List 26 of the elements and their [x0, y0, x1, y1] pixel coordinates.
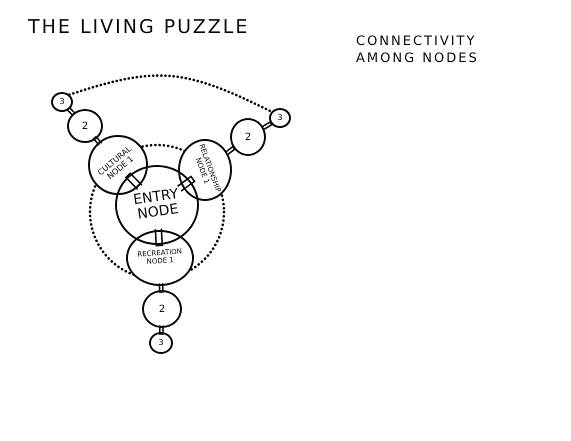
node-circle: [149, 332, 173, 354]
dotted-connector: [68, 74, 273, 113]
link-connector: [262, 121, 273, 130]
node-label: 3: [276, 114, 284, 122]
link-connector: [226, 146, 236, 155]
node-label: ENTRY NODE: [131, 186, 180, 224]
node-label: 3: [157, 338, 165, 348]
node-circle: [67, 109, 103, 143]
node-circle: [51, 92, 73, 112]
node-label: 2: [158, 304, 166, 314]
node-circle: [142, 290, 182, 328]
link-connector: [66, 106, 76, 116]
note-text: CONNECTIVITY AMONG NODES: [356, 34, 480, 68]
link-connector: [154, 228, 164, 246]
link-connector: [92, 135, 102, 146]
node-circle: [269, 108, 291, 128]
link-connector: [158, 283, 164, 293]
node-circle: [230, 118, 266, 156]
link-connector: [124, 172, 142, 190]
node-label: 3: [58, 98, 66, 106]
title: THE LIVING PUZZLE: [28, 16, 250, 38]
node-label: 2: [80, 120, 90, 132]
node-label: 2: [244, 132, 252, 142]
node-circle: [178, 139, 232, 201]
link-connector: [177, 175, 196, 192]
link-connector: [158, 325, 164, 335]
